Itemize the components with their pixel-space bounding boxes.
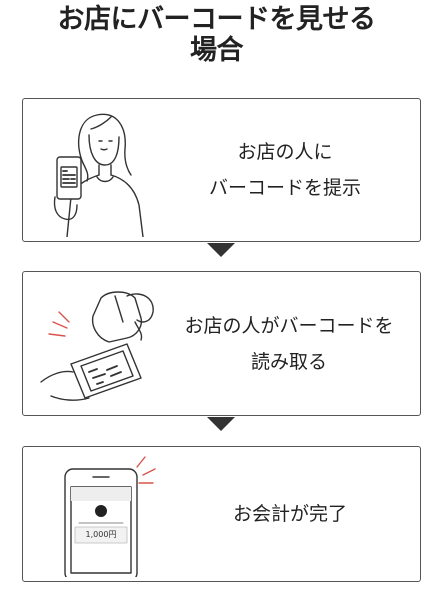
step-1-line2: バーコードを提示 [208,177,361,199]
step-3-text: お会計が完了 [160,447,420,581]
page-title: お店にバーコードを見せる 場合 [0,4,433,66]
phone-payment-complete-icon: 1,000円 [31,453,171,585]
step-2-card: お店の人がバーコードを 読み取る [22,271,421,416]
page-title-line1: お店にバーコードを見せる [57,4,377,35]
step-1-card: お店の人に バーコードを提示 [22,98,421,242]
step-2-text: お店の人がバーコードを 読み取る [158,272,420,415]
step-2-line2: 読み取る [250,350,327,373]
amount-value: 1,000 [85,530,109,539]
step-1-text: お店の人に バーコードを提示 [150,99,420,241]
step-3-card: 1,000円 お会計が完了 [22,446,421,582]
amount-unit: 円 [108,530,117,539]
woman-holding-phone-icon [31,105,171,238]
step-1-line1: お店の人に [237,141,333,163]
step-3-line1: お会計が完了 [232,503,347,525]
down-arrow-icon [207,417,235,431]
page-title-line2: 場合 [190,35,244,66]
step-2-line1: お店の人がバーコードを [184,314,394,337]
phone-screen-amount: 1,000円 [73,529,129,540]
down-arrow-icon [207,243,235,257]
barcode-scanner-reading-phone-icon [31,278,171,410]
